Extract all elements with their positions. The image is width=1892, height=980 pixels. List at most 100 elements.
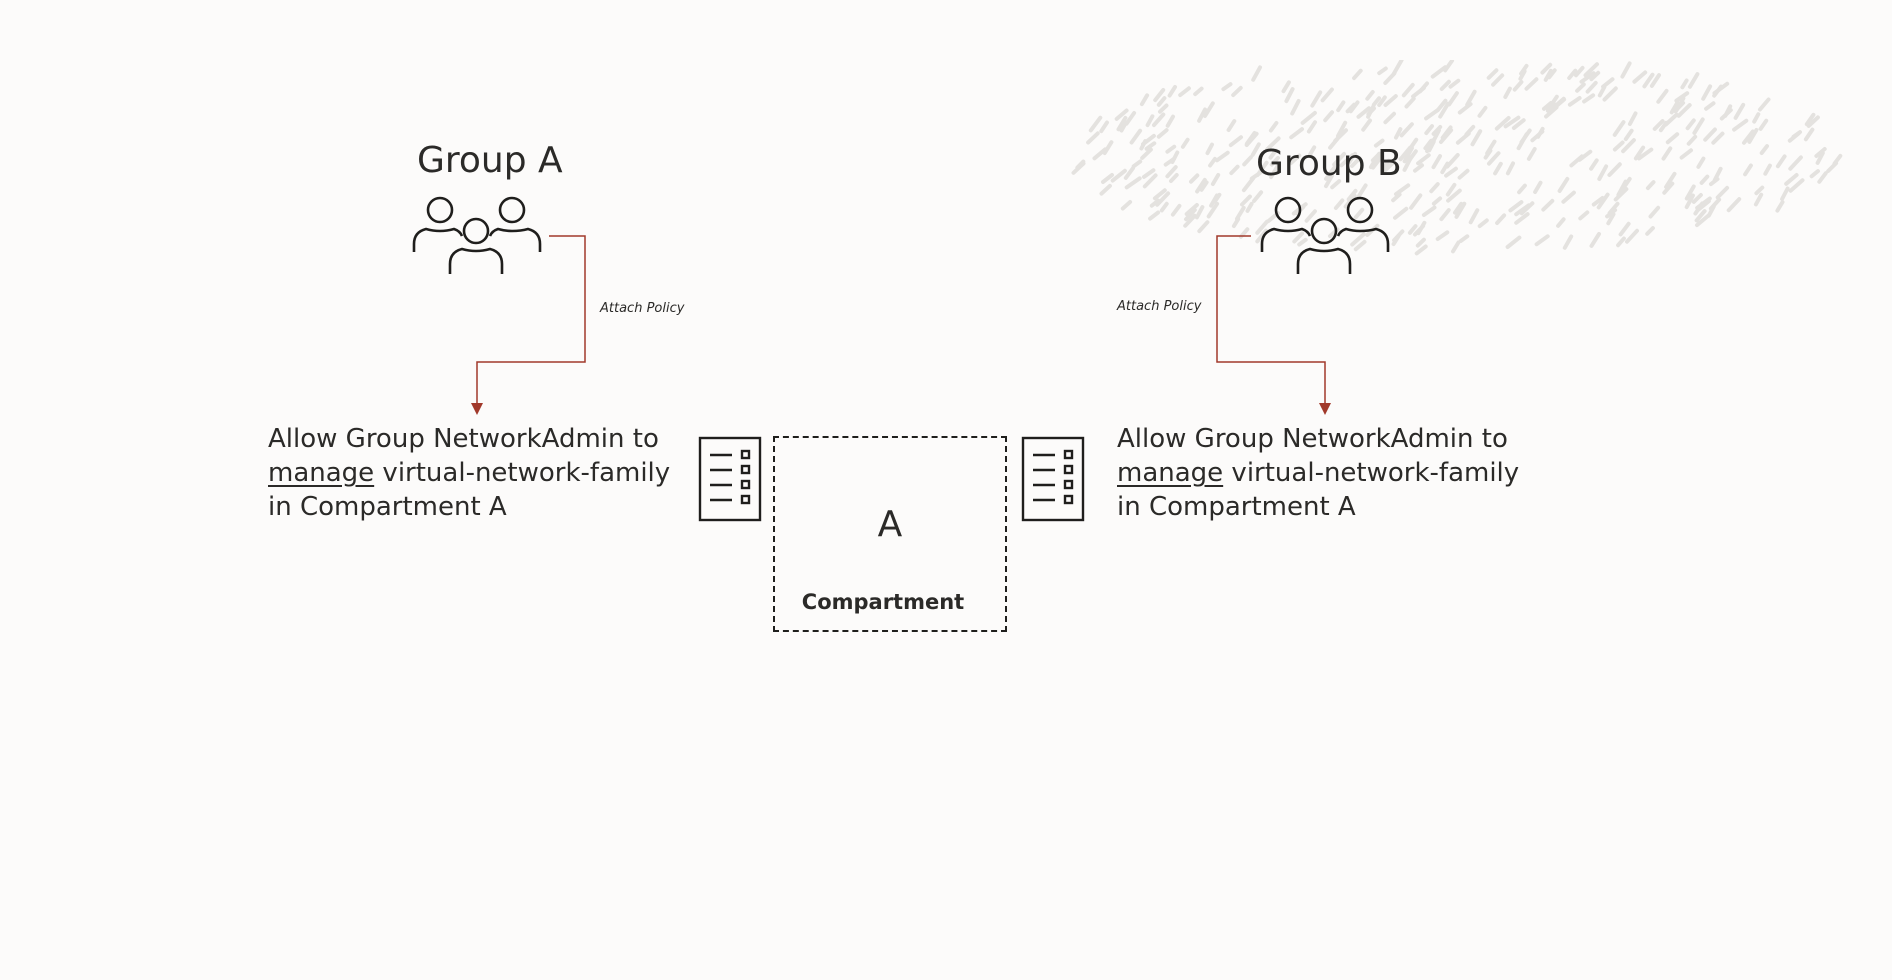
decor-stroke — [1602, 86, 1618, 102]
decor-stroke — [1574, 65, 1585, 78]
decor-stroke — [1505, 235, 1522, 249]
decor-stroke — [1788, 155, 1803, 171]
decor-stroke — [1465, 89, 1477, 107]
decor-stroke — [1158, 103, 1169, 114]
decor-stroke — [1491, 73, 1505, 87]
decor-stroke — [1589, 232, 1601, 248]
decor-stroke — [1184, 203, 1199, 216]
decor-stroke — [1205, 142, 1214, 156]
decor-stroke — [1591, 196, 1605, 207]
decor-stroke — [1235, 205, 1246, 221]
decor-stroke — [1393, 206, 1409, 220]
decor-stroke — [1129, 128, 1143, 145]
decor-stroke — [1493, 161, 1503, 176]
decor-stroke — [1712, 81, 1730, 96]
decor-stroke — [1140, 147, 1153, 160]
decor-stroke — [1703, 127, 1717, 142]
decor-stroke — [1512, 80, 1524, 92]
decor-stroke — [1448, 78, 1461, 89]
decor-stroke — [1361, 118, 1372, 132]
decor-stroke — [1352, 68, 1363, 81]
decor-stroke — [1284, 87, 1295, 104]
decor-stroke — [1431, 154, 1442, 170]
policy-a-resource: virtual-network-family — [374, 458, 671, 488]
compartment-letter: A — [877, 504, 903, 545]
decor-stroke — [1832, 153, 1843, 166]
decor-stroke — [1477, 218, 1489, 229]
decor-stroke — [1806, 115, 1820, 128]
decor-stroke — [1350, 232, 1366, 247]
decor-stroke — [1398, 145, 1412, 162]
arrowhead-group-a — [471, 403, 483, 415]
decor-stroke — [1424, 108, 1440, 121]
decor-stroke — [1621, 138, 1636, 154]
decor-stroke — [1516, 132, 1529, 151]
decor-stroke — [1503, 115, 1521, 129]
decor-stroke — [1413, 163, 1424, 173]
decor-stroke — [1817, 171, 1828, 184]
decor-stroke — [1381, 158, 1391, 171]
decor-stroke — [1199, 180, 1209, 192]
decor-stroke — [1163, 156, 1177, 167]
decor-stroke — [1368, 152, 1381, 170]
decor-stroke — [1589, 158, 1599, 171]
decor-stroke — [1394, 127, 1403, 140]
decor-stroke — [1440, 125, 1453, 140]
decor-stroke — [1699, 174, 1710, 185]
decor-stroke — [1343, 193, 1357, 209]
decor-stroke — [1194, 205, 1205, 220]
decor-stroke — [1152, 188, 1167, 201]
decor-stroke — [1540, 62, 1553, 75]
decor-stroke — [1518, 69, 1527, 81]
decor-stroke — [1242, 155, 1253, 167]
decor-stroke — [1514, 212, 1530, 225]
policy-a-line-3: in Compartment A — [268, 492, 507, 522]
decor-stroke — [1269, 163, 1281, 180]
policy-b-verb: manage — [1117, 458, 1224, 488]
decor-stroke — [1365, 90, 1375, 101]
decor-stroke — [1075, 159, 1086, 170]
decor-stroke — [1791, 130, 1802, 139]
decor-stroke — [1684, 184, 1696, 201]
policy-b-line-1: Allow Group NetworkAdmin to — [1117, 424, 1508, 454]
decor-stroke — [1715, 185, 1730, 200]
decor-stroke — [1377, 95, 1387, 107]
decor-stroke — [1415, 237, 1426, 248]
decor-stroke — [1144, 141, 1157, 151]
decor-stroke — [1086, 131, 1100, 145]
decor-stroke — [1330, 179, 1342, 190]
decor-stroke — [1596, 192, 1610, 210]
decor-stroke — [1165, 114, 1175, 128]
decor-stroke — [1252, 190, 1264, 203]
decor-stroke — [1547, 68, 1557, 80]
decor-stroke — [1402, 146, 1414, 164]
decor-stroke — [1674, 96, 1686, 113]
decor-stroke — [1438, 101, 1450, 119]
decor-stroke — [1383, 71, 1397, 85]
decor-stroke — [1206, 201, 1220, 219]
decor-stroke — [1711, 131, 1725, 145]
decor-stroke — [1383, 111, 1396, 125]
decor-stroke — [1809, 169, 1820, 179]
decor-stroke — [1416, 153, 1431, 166]
attach-policy-label-b: Attach Policy — [1117, 299, 1202, 314]
decor-stroke — [1612, 120, 1626, 137]
decor-stroke — [1544, 105, 1559, 119]
policy-document-icon — [698, 436, 762, 522]
decor-stroke — [1308, 145, 1317, 157]
decor-stroke — [1545, 101, 1556, 113]
decor-stroke — [1684, 193, 1695, 210]
decor-stroke — [1567, 96, 1582, 107]
policy-statement-a: Allow Group NetworkAdmin to manage virtu… — [268, 422, 688, 524]
decor-stroke — [1210, 173, 1221, 186]
decor-stroke — [1487, 151, 1501, 166]
decor-stroke — [1569, 154, 1584, 168]
decor-stroke — [1503, 86, 1512, 99]
decor-stroke — [1627, 111, 1638, 126]
decor-stroke — [1336, 100, 1346, 113]
decor-stroke — [1542, 101, 1553, 111]
decor-stroke — [1229, 164, 1240, 176]
decor-stroke — [1701, 84, 1713, 101]
decor-stroke — [1350, 157, 1361, 168]
decor-stroke — [1184, 207, 1197, 222]
